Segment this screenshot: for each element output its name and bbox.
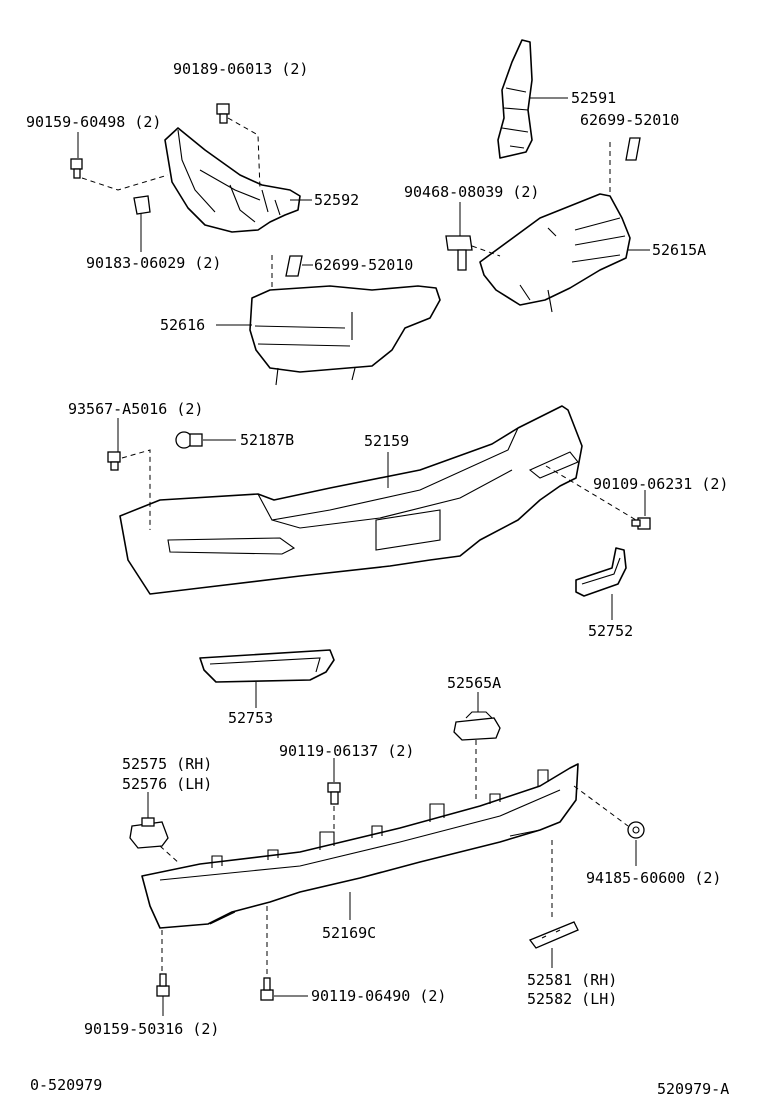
lower-bumper-52169C [141, 763, 579, 929]
label-52575: 52575 (RH) [122, 755, 212, 773]
label-90109-06231: 90109-06231 (2) [593, 475, 728, 493]
reflector-52752 [575, 547, 627, 597]
bracket-52591 [497, 39, 533, 159]
label-94185-60600: 94185-60600 (2) [586, 869, 721, 887]
label-62699-52010-a: 62699-52010 [580, 111, 679, 129]
label-52752: 52752 [588, 622, 633, 640]
clip-52565A [453, 711, 501, 741]
screw-90189-06013 [216, 103, 230, 124]
label-52616: 52616 [160, 316, 205, 334]
dash-52575 [159, 845, 181, 865]
screw-90109-06231 [631, 517, 651, 530]
tape-62699-52010-a [625, 137, 641, 161]
dash-90159-60498 [81, 174, 169, 191]
label-90119-06137: 90119-06137 (2) [279, 742, 414, 760]
protector-52581 [528, 921, 579, 949]
label-52576: 52576 (LH) [122, 775, 212, 793]
screw-90159-60498 [70, 158, 83, 179]
label-52187B: 52187B [240, 431, 294, 449]
reflector-52753 [199, 649, 335, 683]
dash-94185-60600 [573, 785, 629, 827]
clip-90183-06029 [133, 195, 151, 215]
bumper-end-52615A [479, 193, 631, 313]
bumper-end-52616 [249, 285, 441, 386]
leader-90189-06013 [227, 117, 261, 191]
footer-right-code: 520979-A [657, 1080, 729, 1098]
nut-52575 [129, 817, 169, 849]
label-90159-50316: 90159-50316 (2) [84, 1020, 219, 1038]
bumper-cover-52159 [119, 405, 583, 595]
screw-93567-A5016 [107, 451, 121, 471]
bracket-52592 [164, 127, 301, 233]
label-52615A: 52615A [652, 241, 706, 259]
label-52169C: 52169C [322, 924, 376, 942]
screw-90119-06137 [327, 782, 341, 805]
label-90189-06013: 90189-06013 (2) [173, 60, 308, 78]
clip-90468-08039 [445, 235, 473, 271]
label-52591: 52591 [571, 89, 616, 107]
label-52565A: 52565A [447, 674, 501, 692]
label-52592: 52592 [314, 191, 359, 209]
label-62699-52010-b: 62699-52010 [314, 256, 413, 274]
label-52159: 52159 [364, 432, 409, 450]
label-90159-60498: 90159-60498 (2) [26, 113, 161, 131]
nut-94185-60600 [627, 821, 645, 839]
label-93567-A5016: 93567-A5016 (2) [68, 400, 203, 418]
dash-93567-A5016 [121, 449, 151, 530]
label-52582: 52582 (LH) [527, 990, 617, 1008]
label-52753: 52753 [228, 709, 273, 727]
tape-62699-52010-b [285, 255, 303, 277]
screw-90119-06490 [260, 977, 274, 1001]
label-90183-06029: 90183-06029 (2) [86, 254, 221, 272]
label-90119-06490: 90119-06490 (2) [311, 987, 446, 1005]
footer-left-code: 0-520979 [30, 1076, 102, 1094]
label-90468-08039: 90468-08039 (2) [404, 183, 539, 201]
label-52581: 52581 (RH) [527, 971, 617, 989]
dash-90468-08039 [471, 245, 501, 257]
retainer-52187B [175, 431, 203, 449]
screw-90159-50316 [156, 973, 170, 997]
